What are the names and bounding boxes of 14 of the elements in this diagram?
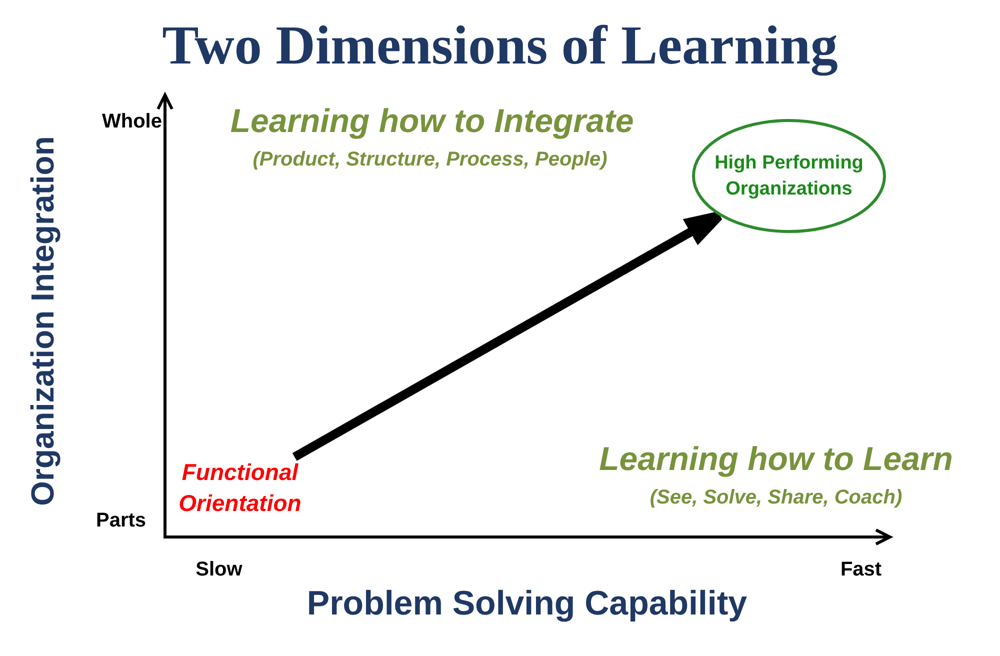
- start-label: Functional Orientation: [172, 456, 308, 520]
- quadrant-heading: Learning how to Learn: [599, 440, 953, 478]
- quadrant-heading: Learning how to Integrate: [230, 102, 634, 140]
- node-text: High Performing Organizations: [714, 151, 864, 201]
- quadrant-subtitle: (Product, Structure, Process, People): [252, 148, 608, 172]
- axis-end-label: Slow: [196, 558, 242, 582]
- quadrant-subtitle: (See, Solve, Share, Coach): [650, 486, 902, 510]
- axis-end-label: Parts: [96, 510, 146, 532]
- diagram-title: Two Dimensions of Learning: [162, 13, 838, 77]
- axis-end-label: Fast: [840, 558, 882, 582]
- goal-ellipse: [692, 119, 886, 233]
- axis-title: Problem Solving Capability: [306, 584, 748, 624]
- axis-title: Organization Integration: [24, 136, 62, 506]
- axis-end-label: Whole: [102, 110, 162, 134]
